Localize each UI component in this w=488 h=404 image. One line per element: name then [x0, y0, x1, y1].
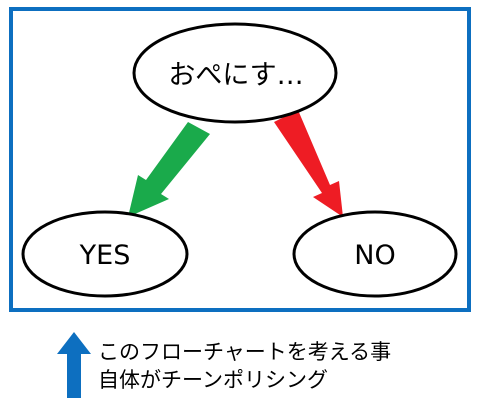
no-node-label: NO: [354, 240, 395, 271]
caption-line-1: このフローチャートを考える事: [98, 340, 392, 364]
root-node-label: おぺにす…: [168, 60, 303, 91]
caption-line-2: 自体がチーンポリシング: [98, 368, 328, 392]
caption-text: このフローチャートを考える事 自体がチーンポリシング: [98, 338, 391, 394]
yes-node-ellipse: [21, 210, 189, 298]
yes-arrow: [128, 122, 210, 217]
yes-node-label: YES: [79, 240, 131, 271]
up-arrow-icon: [57, 332, 91, 398]
no-node-ellipse: [292, 210, 458, 298]
no-arrow: [274, 110, 343, 217]
root-node-ellipse: [132, 22, 338, 124]
